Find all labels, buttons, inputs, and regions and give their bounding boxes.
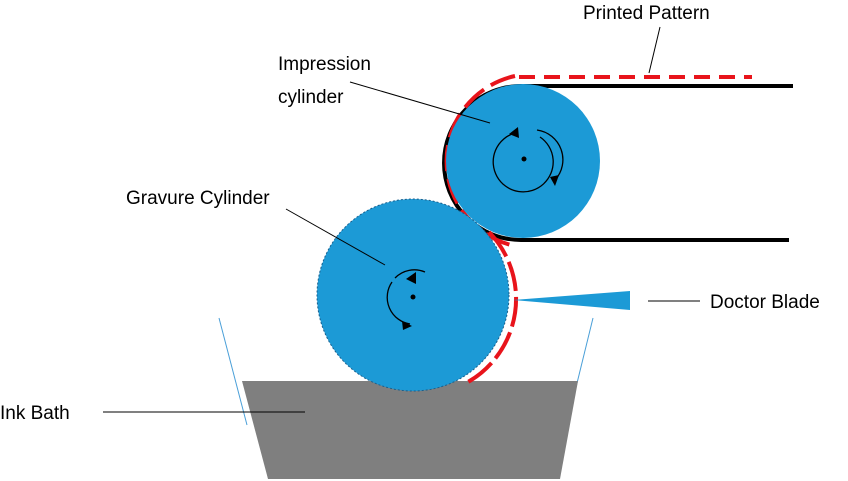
impression-label-line1: Impression bbox=[278, 54, 371, 75]
gravure-ink-layer bbox=[466, 230, 519, 384]
impression-label-line2: cylinder bbox=[278, 87, 344, 108]
impression-arrowhead-bottom bbox=[550, 175, 559, 186]
impression-leader bbox=[349, 81, 491, 124]
doctor-blade-label: Doctor Blade bbox=[710, 292, 820, 313]
impression-rotation-arrow bbox=[492, 129, 564, 193]
gravure-center-dot bbox=[410, 294, 416, 300]
printed-pattern-label: Printed Pattern bbox=[583, 3, 710, 24]
tank-left-wall bbox=[218, 317, 248, 426]
impression-arrowhead-top bbox=[509, 127, 519, 138]
printed-pattern-leader bbox=[648, 26, 661, 74]
doctor-blade bbox=[513, 291, 630, 310]
ink-bath bbox=[242, 381, 578, 479]
impression-center-dot bbox=[521, 156, 527, 162]
gravure-arrowhead-bottom bbox=[402, 321, 412, 330]
ink-bath-label: Ink Bath bbox=[0, 403, 70, 424]
gravure-leader bbox=[285, 208, 386, 266]
gravure-arrowhead-top bbox=[406, 272, 416, 284]
gravure-label: Gravure Cylinder bbox=[126, 188, 270, 209]
